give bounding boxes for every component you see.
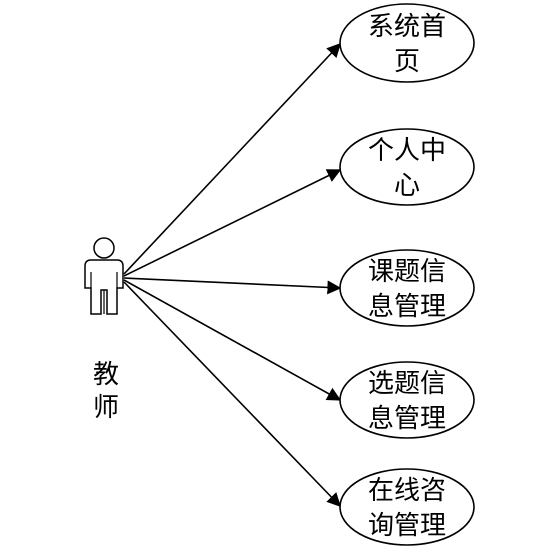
- actor-name-line2: 师: [93, 393, 119, 423]
- use-case-2-line2: 心: [394, 171, 420, 201]
- use-case-2: 个人中 心: [339, 128, 475, 206]
- actor-name-line1: 教: [93, 360, 119, 390]
- use-case-1-line2: 页: [394, 47, 420, 77]
- use-case-5-line1: 在线咨: [368, 476, 446, 506]
- actor-icon: [84, 237, 124, 315]
- association-line-3: [123, 277, 342, 295]
- association-lines: [123, 42, 342, 508]
- association-line-1: [123, 42, 341, 275]
- use-case-1: 系统首 页: [339, 3, 475, 83]
- use-case-3-line2: 息管理: [368, 292, 446, 322]
- use-case-3-line1: 课题信: [368, 257, 446, 287]
- use-case-3: 课题信 息管理: [339, 249, 475, 327]
- actor: 教 师: [84, 237, 124, 423]
- use-case-4: 选题信 息管理: [339, 361, 475, 439]
- use-case-4-line1: 选题信: [368, 369, 446, 399]
- association-line-5: [123, 281, 341, 508]
- association-line-2: [123, 169, 342, 277]
- use-case-1-line1: 系统首: [368, 12, 446, 42]
- use-case-5: 在线咨 询管理: [339, 468, 475, 546]
- use-case-2-line1: 个人中: [368, 136, 446, 166]
- use-case-4-line2: 息管理: [368, 404, 446, 434]
- use-case-5-line2: 询管理: [368, 511, 446, 541]
- association-line-4: [123, 279, 342, 401]
